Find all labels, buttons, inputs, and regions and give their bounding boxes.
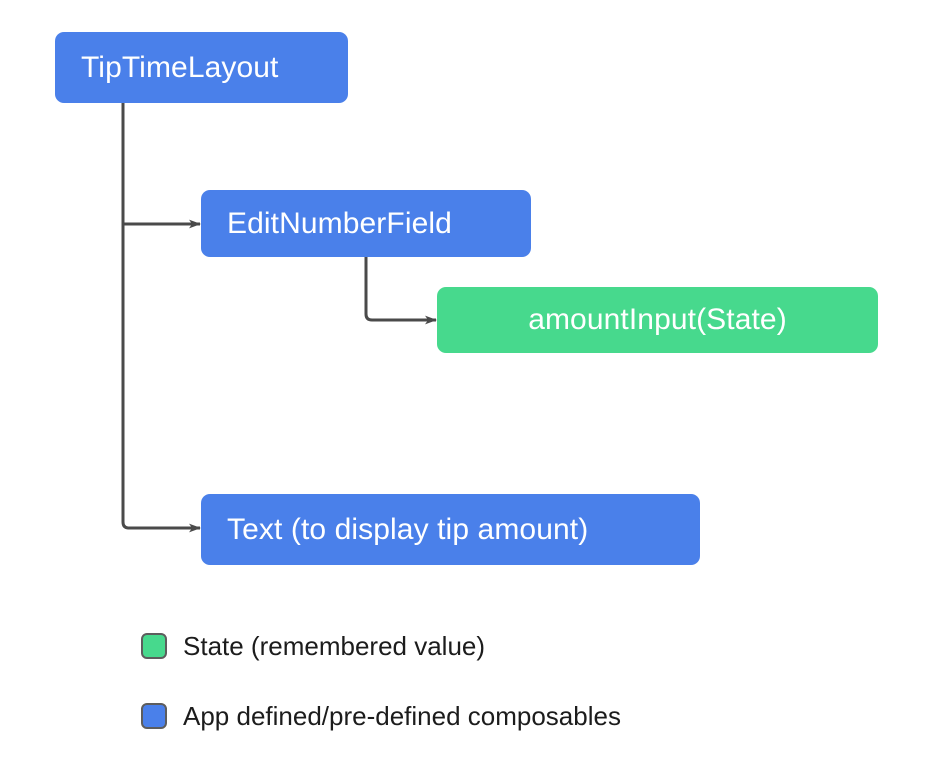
edge-tiptimelayout-to-text	[121, 103, 201, 533]
node-text[interactable]: Text (to display tip amount)	[201, 494, 700, 565]
node-text-label: Text (to display tip amount)	[227, 512, 589, 546]
legend-swatch-composable-icon	[141, 703, 167, 729]
legend: State (remembered value) App defined/pre…	[141, 628, 621, 768]
node-tiptimelayout-label: TipTimeLayout	[81, 50, 279, 84]
node-tiptimelayout[interactable]: TipTimeLayout	[55, 32, 348, 103]
edge-tiptimelayout-to-editnumberfield	[121, 103, 201, 229]
edge-editnumberfield-to-amountinput	[364, 257, 437, 325]
node-editnumberfield[interactable]: EditNumberField	[201, 190, 531, 257]
node-amountinput-label: amountInput(State)	[528, 303, 787, 336]
legend-swatch-state-icon	[141, 633, 167, 659]
legend-item-composable: App defined/pre-defined composables	[141, 698, 621, 734]
legend-label-composable: App defined/pre-defined composables	[183, 701, 621, 731]
node-amountinput-state[interactable]: amountInput(State)	[437, 287, 878, 353]
legend-item-state: State (remembered value)	[141, 628, 621, 664]
node-editnumberfield-label: EditNumberField	[227, 206, 452, 240]
legend-label-state: State (remembered value)	[183, 631, 486, 661]
